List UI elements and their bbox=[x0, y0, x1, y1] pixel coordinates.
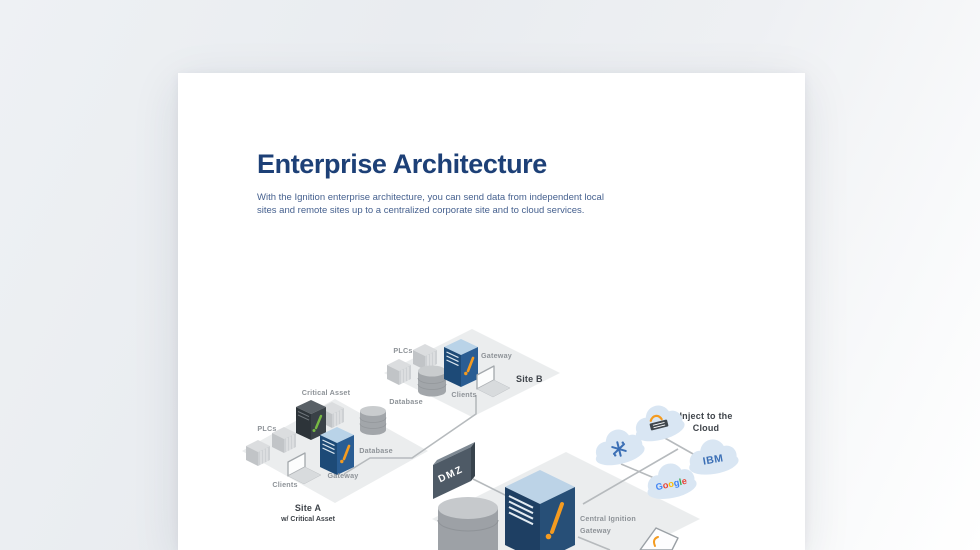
central-gateway-label-line1: Central Ignition bbox=[580, 514, 636, 523]
ibm-logo: IBM bbox=[702, 452, 725, 467]
cloud-heading-line2: Cloud bbox=[693, 423, 720, 433]
database-icon bbox=[417, 365, 447, 397]
site-a-sublabel: w/ Critical Asset bbox=[280, 516, 335, 523]
architecture-diagram: PLCs Gateway Database Clients Site B bbox=[242, 329, 741, 550]
clouds-group: Inject to the Cloud bbox=[590, 400, 741, 503]
page-subtitle: With the Ignition enterprise architectur… bbox=[257, 191, 604, 217]
database-icon bbox=[359, 406, 387, 435]
page-subtitle-line1: With the Ignition enterprise architectur… bbox=[257, 192, 604, 203]
site-b-clients-label: Clients bbox=[451, 390, 476, 399]
gateway-server-icon bbox=[442, 337, 480, 389]
google-logo: Google bbox=[655, 476, 688, 492]
site-a-group: Critical Asset PLCs Database Gateway Cli… bbox=[245, 388, 393, 523]
site-a-label: Site A bbox=[295, 503, 322, 513]
central-gateway-group: Central Ignition Gateway bbox=[437, 470, 679, 550]
dmz-sign-icon: DMZ bbox=[433, 442, 475, 499]
central-database-icon bbox=[437, 497, 499, 550]
central-ignition-server-icon bbox=[505, 470, 575, 550]
aws-logo bbox=[649, 414, 669, 431]
site-a-gateway-label: Gateway bbox=[328, 471, 359, 480]
site-b-database-label: Database bbox=[389, 397, 423, 406]
site-a-critical-asset-label: Critical Asset bbox=[302, 388, 351, 397]
cloud-heading-line1: Inject to the bbox=[679, 411, 732, 421]
document-page: Enterprise Architecture With the Ignitio… bbox=[178, 73, 805, 550]
site-b-gateway-label: Gateway bbox=[481, 351, 512, 360]
page-title: Enterprise Architecture bbox=[257, 149, 547, 179]
client-laptop-icon bbox=[639, 527, 679, 550]
page-subtitle-line2: sites and remote sites up to a centraliz… bbox=[257, 205, 585, 216]
site-b-plcs-label: PLCs bbox=[393, 346, 412, 355]
site-b-group: PLCs Gateway Database Clients Site B bbox=[386, 337, 543, 406]
cloud-aws-icon bbox=[630, 400, 687, 446]
azure-logo bbox=[611, 441, 627, 457]
cloud-ibm-icon: IBM bbox=[684, 435, 741, 479]
site-b-label: Site B bbox=[516, 374, 543, 384]
site-a-database-label: Database bbox=[359, 446, 393, 455]
central-gateway-label-line2: Gateway bbox=[580, 526, 611, 535]
gateway-server-icon bbox=[318, 425, 356, 477]
cloud-azure-icon bbox=[590, 424, 647, 470]
critical-asset-server-icon bbox=[296, 400, 326, 440]
cloud-google-icon: Google bbox=[642, 458, 699, 503]
site-a-clients-label: Clients bbox=[272, 480, 297, 489]
site-a-plcs-label: PLCs bbox=[257, 424, 276, 433]
